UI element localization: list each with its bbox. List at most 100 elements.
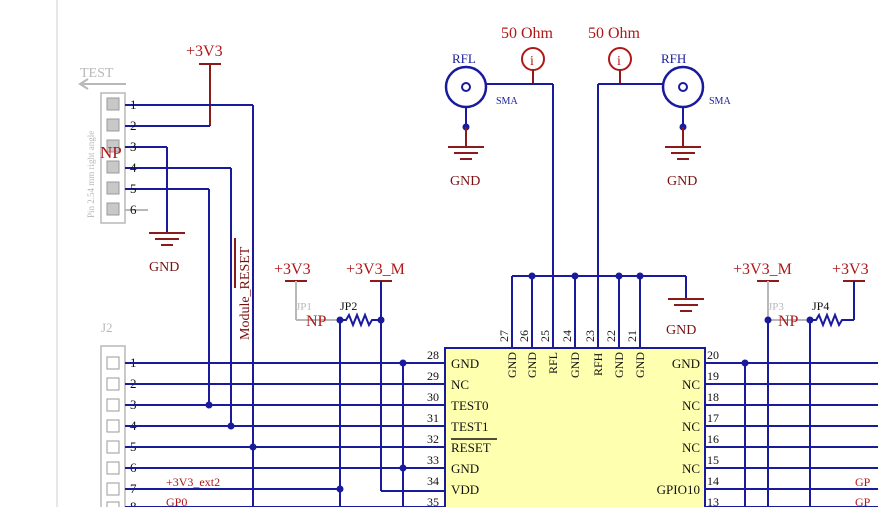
sma-connector-rfl[interactable]: RFL SMA GND	[444, 51, 518, 189]
j2-wiring	[125, 362, 445, 507]
chip-right-pin-18-name: NC	[682, 398, 700, 413]
sma-connector-rfh[interactable]: RFH SMA GND	[661, 51, 731, 189]
power-3v3m-left-label: +3V3_M	[346, 261, 405, 278]
chip-right-pin-15-name: NC	[682, 461, 700, 476]
ground-label-rfh: GND	[667, 174, 697, 189]
power-3v3m-right-label: +3V3_M	[733, 261, 792, 278]
chip-top-pin-21-num: 21	[625, 330, 639, 342]
chip-right-pin-16-num: 16	[707, 432, 719, 446]
test-side-text: Pin 2.54 mm right angle	[86, 131, 96, 218]
chip-right-pin-17-name: NC	[682, 419, 700, 434]
jp2-label: JP2	[340, 299, 357, 313]
chip-top-pin-22-name: GND	[612, 352, 626, 378]
chip-left-pin-35-num: 35	[427, 495, 439, 507]
chip-right-pin-18-num: 18	[707, 390, 719, 404]
chip-right-wiring	[705, 362, 878, 507]
jumper-jp3[interactable]: JP3 NP	[768, 301, 810, 330]
reset-net: Module_RESET	[234, 238, 253, 340]
right-gp-label-2: GP	[855, 495, 871, 507]
svg-text:i: i	[617, 54, 621, 69]
probe-left-label: 50 Ohm	[501, 25, 554, 42]
rfh-label: RFH	[661, 51, 686, 66]
np-right-label: NP	[778, 313, 799, 330]
test-header-pin-boxes	[106, 97, 120, 216]
chip-right-pin-17-num: 17	[707, 411, 719, 425]
svg-text:i: i	[530, 54, 534, 69]
rf-junctions	[528, 272, 644, 280]
test-pin-2: 2	[130, 118, 137, 133]
probe-50ohm-left[interactable]: 50 Ohm i	[501, 25, 554, 84]
power-3v3-top-label: +3V3	[186, 43, 223, 60]
chip-top-pin-22-num: 22	[604, 330, 618, 342]
jp4-label: JP4	[812, 299, 829, 313]
ground-symbol-left: GND	[149, 232, 185, 275]
chip-left-pin-30-num: 30	[427, 390, 439, 404]
chip-top-pin-27-name: GND	[505, 352, 519, 378]
chip-top-pin-24-num: 24	[560, 330, 574, 342]
module-chip[interactable]	[444, 347, 706, 507]
sma-left-label: SMA	[496, 96, 518, 107]
right-gp-label-1: GP	[855, 475, 871, 489]
chip-left-pin-33-name: GND	[451, 461, 479, 476]
chip-top-pin-24-name: GND	[568, 352, 582, 378]
jumper-jp2[interactable]: JP2	[340, 299, 381, 328]
ground-label-left: GND	[149, 260, 179, 275]
jp3-label: JP3	[768, 301, 784, 313]
chip-left-pin-29-name: NC	[451, 377, 469, 392]
chip-left-pin-32-num: 32	[427, 432, 439, 446]
chip-top-pin-21-name: GND	[633, 352, 647, 378]
j2-pin-8: 8	[130, 499, 137, 507]
chip-right-pin-20-num: 20	[707, 348, 719, 362]
test-header[interactable]: 1 2 3 4 5 6 NP Pin 2.54 mm right angle	[86, 92, 163, 224]
chip-left-pin-34-name: VDD	[451, 482, 479, 497]
chip-right-pins: 20 GND 19 NC 18 NC 17 NC 16 NC 15 NC 14 …	[657, 348, 719, 507]
test-pin-1: 1	[130, 97, 137, 112]
chip-top-pin-27-num: 27	[497, 330, 511, 342]
power-3v3-right: +3V3	[832, 261, 869, 320]
power-3v3-left-label: +3V3	[274, 261, 311, 278]
chip-right-pin-14-num: 14	[707, 474, 719, 488]
connector-j2[interactable]: J2 1 2 3 4 5 6 7 8	[100, 320, 137, 507]
j2-ref: J2	[101, 320, 113, 335]
chip-left-pin-30-name: TEST0	[451, 398, 489, 413]
power-3v3-left: +3V3	[274, 261, 311, 320]
chip-left-pin-33-num: 33	[427, 453, 439, 467]
jumper-jp4[interactable]: JP4	[810, 299, 854, 328]
ground-symbol-chip: GND	[666, 298, 704, 338]
ground-label-chip: GND	[666, 323, 696, 338]
chip-left-pin-28-name: GND	[451, 356, 479, 371]
test-net-arrow: TEST	[78, 66, 126, 90]
power-3v3m-left: +3V3_M	[346, 261, 405, 320]
test-pin-6: 6	[130, 202, 137, 217]
chip-left-pin-31-num: 31	[427, 411, 439, 425]
chip-right-pin-14-name: GPIO10	[657, 482, 700, 497]
power-3v3-right-label: +3V3	[832, 261, 869, 278]
rfl-label: RFL	[452, 51, 476, 66]
chip-left-pins: 28 GND 29 NC 30 TEST0 31 TEST1 32 RESET …	[427, 348, 497, 507]
chip-left-pin-32-name: RESET	[451, 440, 491, 455]
np-left-label: NP	[306, 313, 327, 330]
rf-wiring	[486, 83, 687, 348]
jumper-jp1[interactable]: JP1 NP	[296, 301, 340, 330]
chip-top-pin-25-num: 25	[538, 330, 552, 342]
chip-top-pin-23-name: RFH	[591, 352, 605, 376]
power-3v3-top: +3V3	[186, 43, 223, 126]
chip-top-pin-23-num: 23	[583, 330, 597, 342]
chip-top-pin-25-name: RFL	[546, 352, 560, 374]
test-pin-4: 4	[130, 160, 137, 175]
chip-left-pin-31-name: TEST1	[451, 419, 489, 434]
chip-top-pin-26-num: 26	[517, 330, 531, 342]
j2-junctions	[205, 359, 407, 493]
probe-right-label: 50 Ohm	[588, 25, 641, 42]
test-net-label: TEST	[80, 66, 114, 81]
reset-net-label: Module_RESET	[238, 246, 253, 340]
chip-right-pin-16-name: NC	[682, 440, 700, 455]
probe-50ohm-right[interactable]: 50 Ohm i	[588, 25, 641, 84]
ground-label-rfl: GND	[450, 174, 480, 189]
net-3v3-ext2-label: +3V3_ext2	[166, 475, 220, 489]
net-gp0-label: GP0	[166, 495, 187, 507]
chip-left-pin-28-num: 28	[427, 348, 439, 362]
chip-right-pin-13-num: 13	[707, 495, 719, 507]
test-pin-5: 5	[130, 181, 137, 196]
